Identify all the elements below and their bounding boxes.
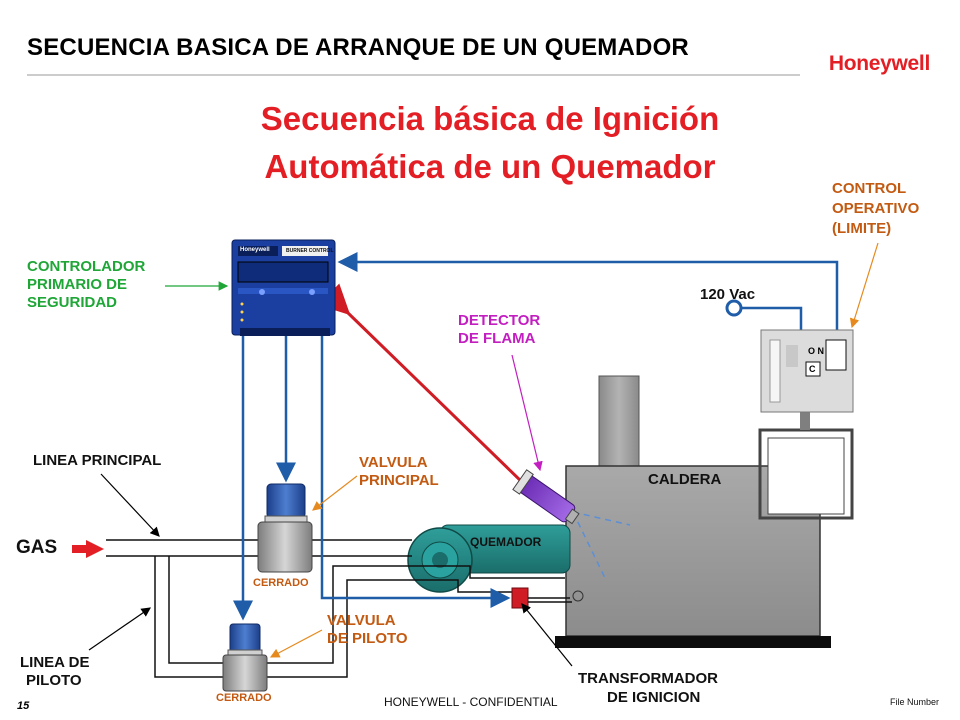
label-transformer-1: TRANSFORMADOR xyxy=(578,670,718,687)
label-transformer-2: DE IGNICION xyxy=(607,689,701,706)
supply-terminal xyxy=(725,299,743,317)
label-main-valve-1: VALVULA xyxy=(359,454,428,471)
label-pilot-line-2: PILOTO xyxy=(26,672,82,689)
pointer-main-line xyxy=(100,473,160,537)
label-gas: GAS xyxy=(16,537,58,558)
flame-signal-line xyxy=(318,283,525,485)
boiler-port xyxy=(572,590,584,602)
main-valve-state: CERRADO xyxy=(253,577,309,589)
pointer-pilot-valve xyxy=(269,629,323,658)
label-pilot-line-1: LINEA DE xyxy=(20,654,90,671)
controller-model: BURNER CONTROL xyxy=(286,248,334,254)
switch-label-c: C xyxy=(809,364,816,374)
label-safety-controller-2: PRIMARIO DE xyxy=(27,276,128,293)
label-operating-control-3: (LIMITE) xyxy=(832,220,892,237)
label-flame-detector-2: DE FLAMA xyxy=(458,330,536,347)
label-operating-control-1: CONTROL xyxy=(832,180,907,197)
boiler-stack xyxy=(598,375,640,469)
label-main-line: LINEA PRINCIPAL xyxy=(33,452,162,469)
label-pilot-valve-2: DE PILOTO xyxy=(327,630,408,647)
flame-sight-line xyxy=(572,511,631,581)
brand-logo: Honeywell xyxy=(828,52,930,75)
pilot-valve-state: CERRADO xyxy=(216,692,272,704)
slide-title-line-1: Secuencia básica de Ignición xyxy=(260,100,720,137)
header-title: SECUENCIA BASICA DE ARRANQUE DE UN QUEMA… xyxy=(27,34,689,61)
gas-inlet-arrow xyxy=(72,540,104,558)
gas-pilot-line xyxy=(154,556,565,678)
main-valve xyxy=(257,483,313,573)
label-pilot-valve-1: VALVULA xyxy=(327,612,396,629)
flame-detector xyxy=(512,469,580,525)
boiler-base xyxy=(555,636,831,648)
pointer-flame-detector xyxy=(511,354,543,472)
pointer-operating-control xyxy=(849,242,879,329)
label-safety-controller-3: SEGURIDAD xyxy=(27,294,118,311)
gas-main-line xyxy=(106,539,412,557)
label-main-valve-2: PRINCIPAL xyxy=(359,472,439,489)
label-burner: QUEMADOR xyxy=(470,535,542,549)
page-number: 15 xyxy=(17,700,30,712)
footer-confidential: HONEYWELL - CONFIDENTIAL xyxy=(384,695,558,709)
footer-file-number: File Number xyxy=(890,697,940,707)
switch-label-on: O N xyxy=(808,346,825,356)
label-boiler: CALDERA xyxy=(648,471,722,488)
label-operating-control-2: OPERATIVO xyxy=(832,200,920,217)
pointer-main-valve xyxy=(312,475,358,511)
label-flame-detector-1: DETECTOR xyxy=(458,312,541,329)
controller-brand: Honeywell xyxy=(240,247,270,253)
pointer-pilot-line xyxy=(88,607,151,651)
operating-control xyxy=(758,329,854,520)
label-supply-voltage: 120 Vac xyxy=(700,286,756,303)
slide-title-line-2: Automática de un Quemador xyxy=(264,148,716,185)
pointer-transformer xyxy=(521,603,573,667)
ignition-transformer xyxy=(511,587,572,609)
pilot-valve xyxy=(222,623,268,692)
label-safety-controller-1: CONTROLADOR xyxy=(27,258,146,275)
control-wiring xyxy=(233,252,839,621)
safety-controller xyxy=(231,239,336,336)
burner-blower xyxy=(407,524,571,593)
